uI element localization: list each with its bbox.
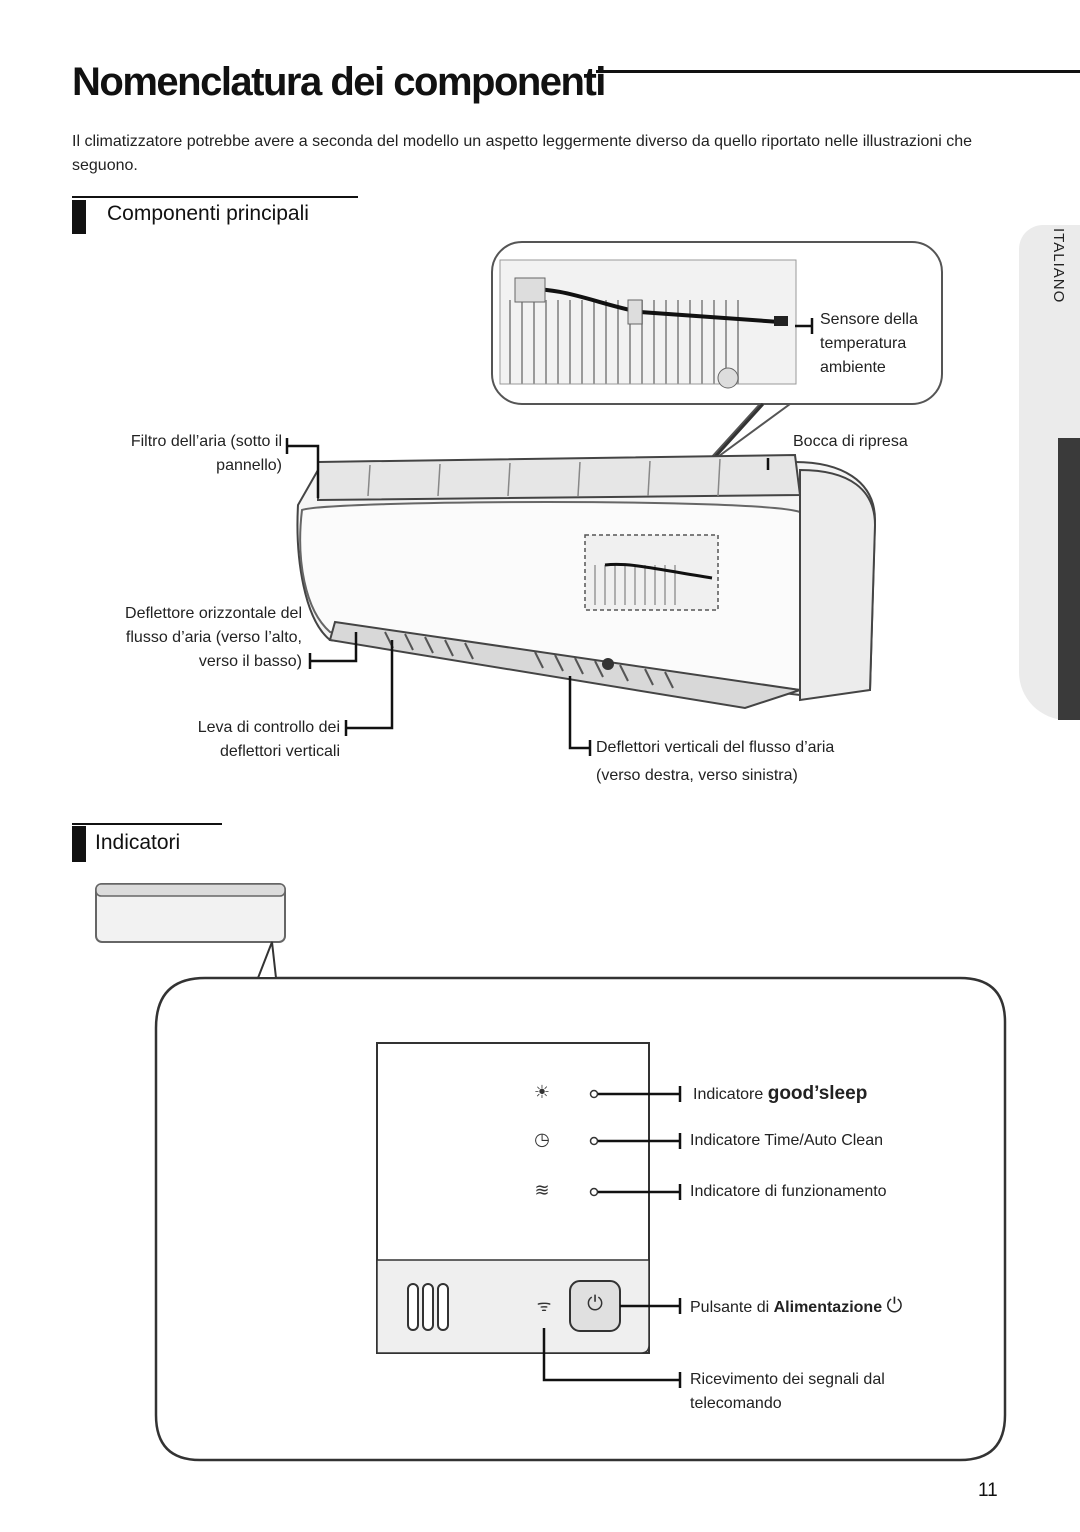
language-tab-label: ITALIANO	[1050, 228, 1067, 304]
label-air-filter: Filtro dell’aria (sotto il pannello)	[130, 433, 282, 474]
power-icon: ⏻	[886, 1295, 903, 1317]
section-heading-indicators: Indicatori	[95, 831, 181, 854]
label-goodsleep: Indicatore good’sleep	[693, 1083, 868, 1104]
operation-icon: ≋	[534, 1180, 550, 1200]
label-intake: Bocca di ripresa	[793, 433, 908, 450]
signal-icon: ᯤ	[536, 1298, 552, 1315]
label-horizontal-deflector: Deflettore orizzontale del flusso d’aria…	[125, 605, 302, 670]
label-receiver: Ricevimento dei segnali dal telecomando	[690, 1371, 885, 1412]
power-button[interactable]: ⏻	[587, 1293, 603, 1315]
label-operation: Indicatore di funzionamento	[690, 1183, 887, 1200]
section-rule	[72, 196, 358, 198]
side-cap	[799, 468, 877, 702]
section-bar	[72, 200, 86, 234]
lever-knob	[602, 658, 614, 670]
section-bar	[72, 826, 86, 862]
label-vertical-deflectors: Deflettori verticali del flusso d’aria	[596, 739, 835, 756]
callout-pointer	[256, 941, 278, 979]
goodsleep-icon: ☀	[533, 1082, 551, 1102]
intro-text: Il climatizzatore potrebbe avere a secon…	[72, 133, 973, 174]
page-number: 11	[978, 1480, 998, 1501]
indicator-leader-lines	[542, 1086, 682, 1388]
vertical-louvers	[384, 631, 674, 689]
label-timer: Indicatore Time/Auto Clean	[690, 1132, 883, 1149]
sensor-detail-box	[584, 534, 719, 611]
unit-top-grille	[317, 453, 802, 502]
zoom-pointer	[699, 403, 794, 471]
zoom-filter-detail	[499, 259, 797, 389]
section-rule	[72, 823, 222, 825]
title-rule	[596, 70, 1080, 73]
timer-icon: ◷	[534, 1129, 550, 1149]
section-heading-components: Componenti principali	[107, 202, 309, 225]
language-tab-marker	[1058, 438, 1080, 720]
label-vertical-deflectors-direction: (verso destra, verso sinistra)	[596, 767, 798, 784]
label-lever: Leva di controllo dei deflettori vertica…	[197, 719, 340, 760]
indicator-illustration	[95, 883, 1007, 1462]
unit-illustration	[285, 241, 943, 756]
label-sensor: Sensore della temperatura ambiente	[820, 311, 918, 376]
leader-lines	[285, 318, 814, 756]
receiver-window	[407, 1283, 449, 1331]
label-power: Pulsante di Alimentazione ⏻	[690, 1295, 903, 1317]
page-title: Nomenclatura dei componenti	[72, 60, 606, 104]
